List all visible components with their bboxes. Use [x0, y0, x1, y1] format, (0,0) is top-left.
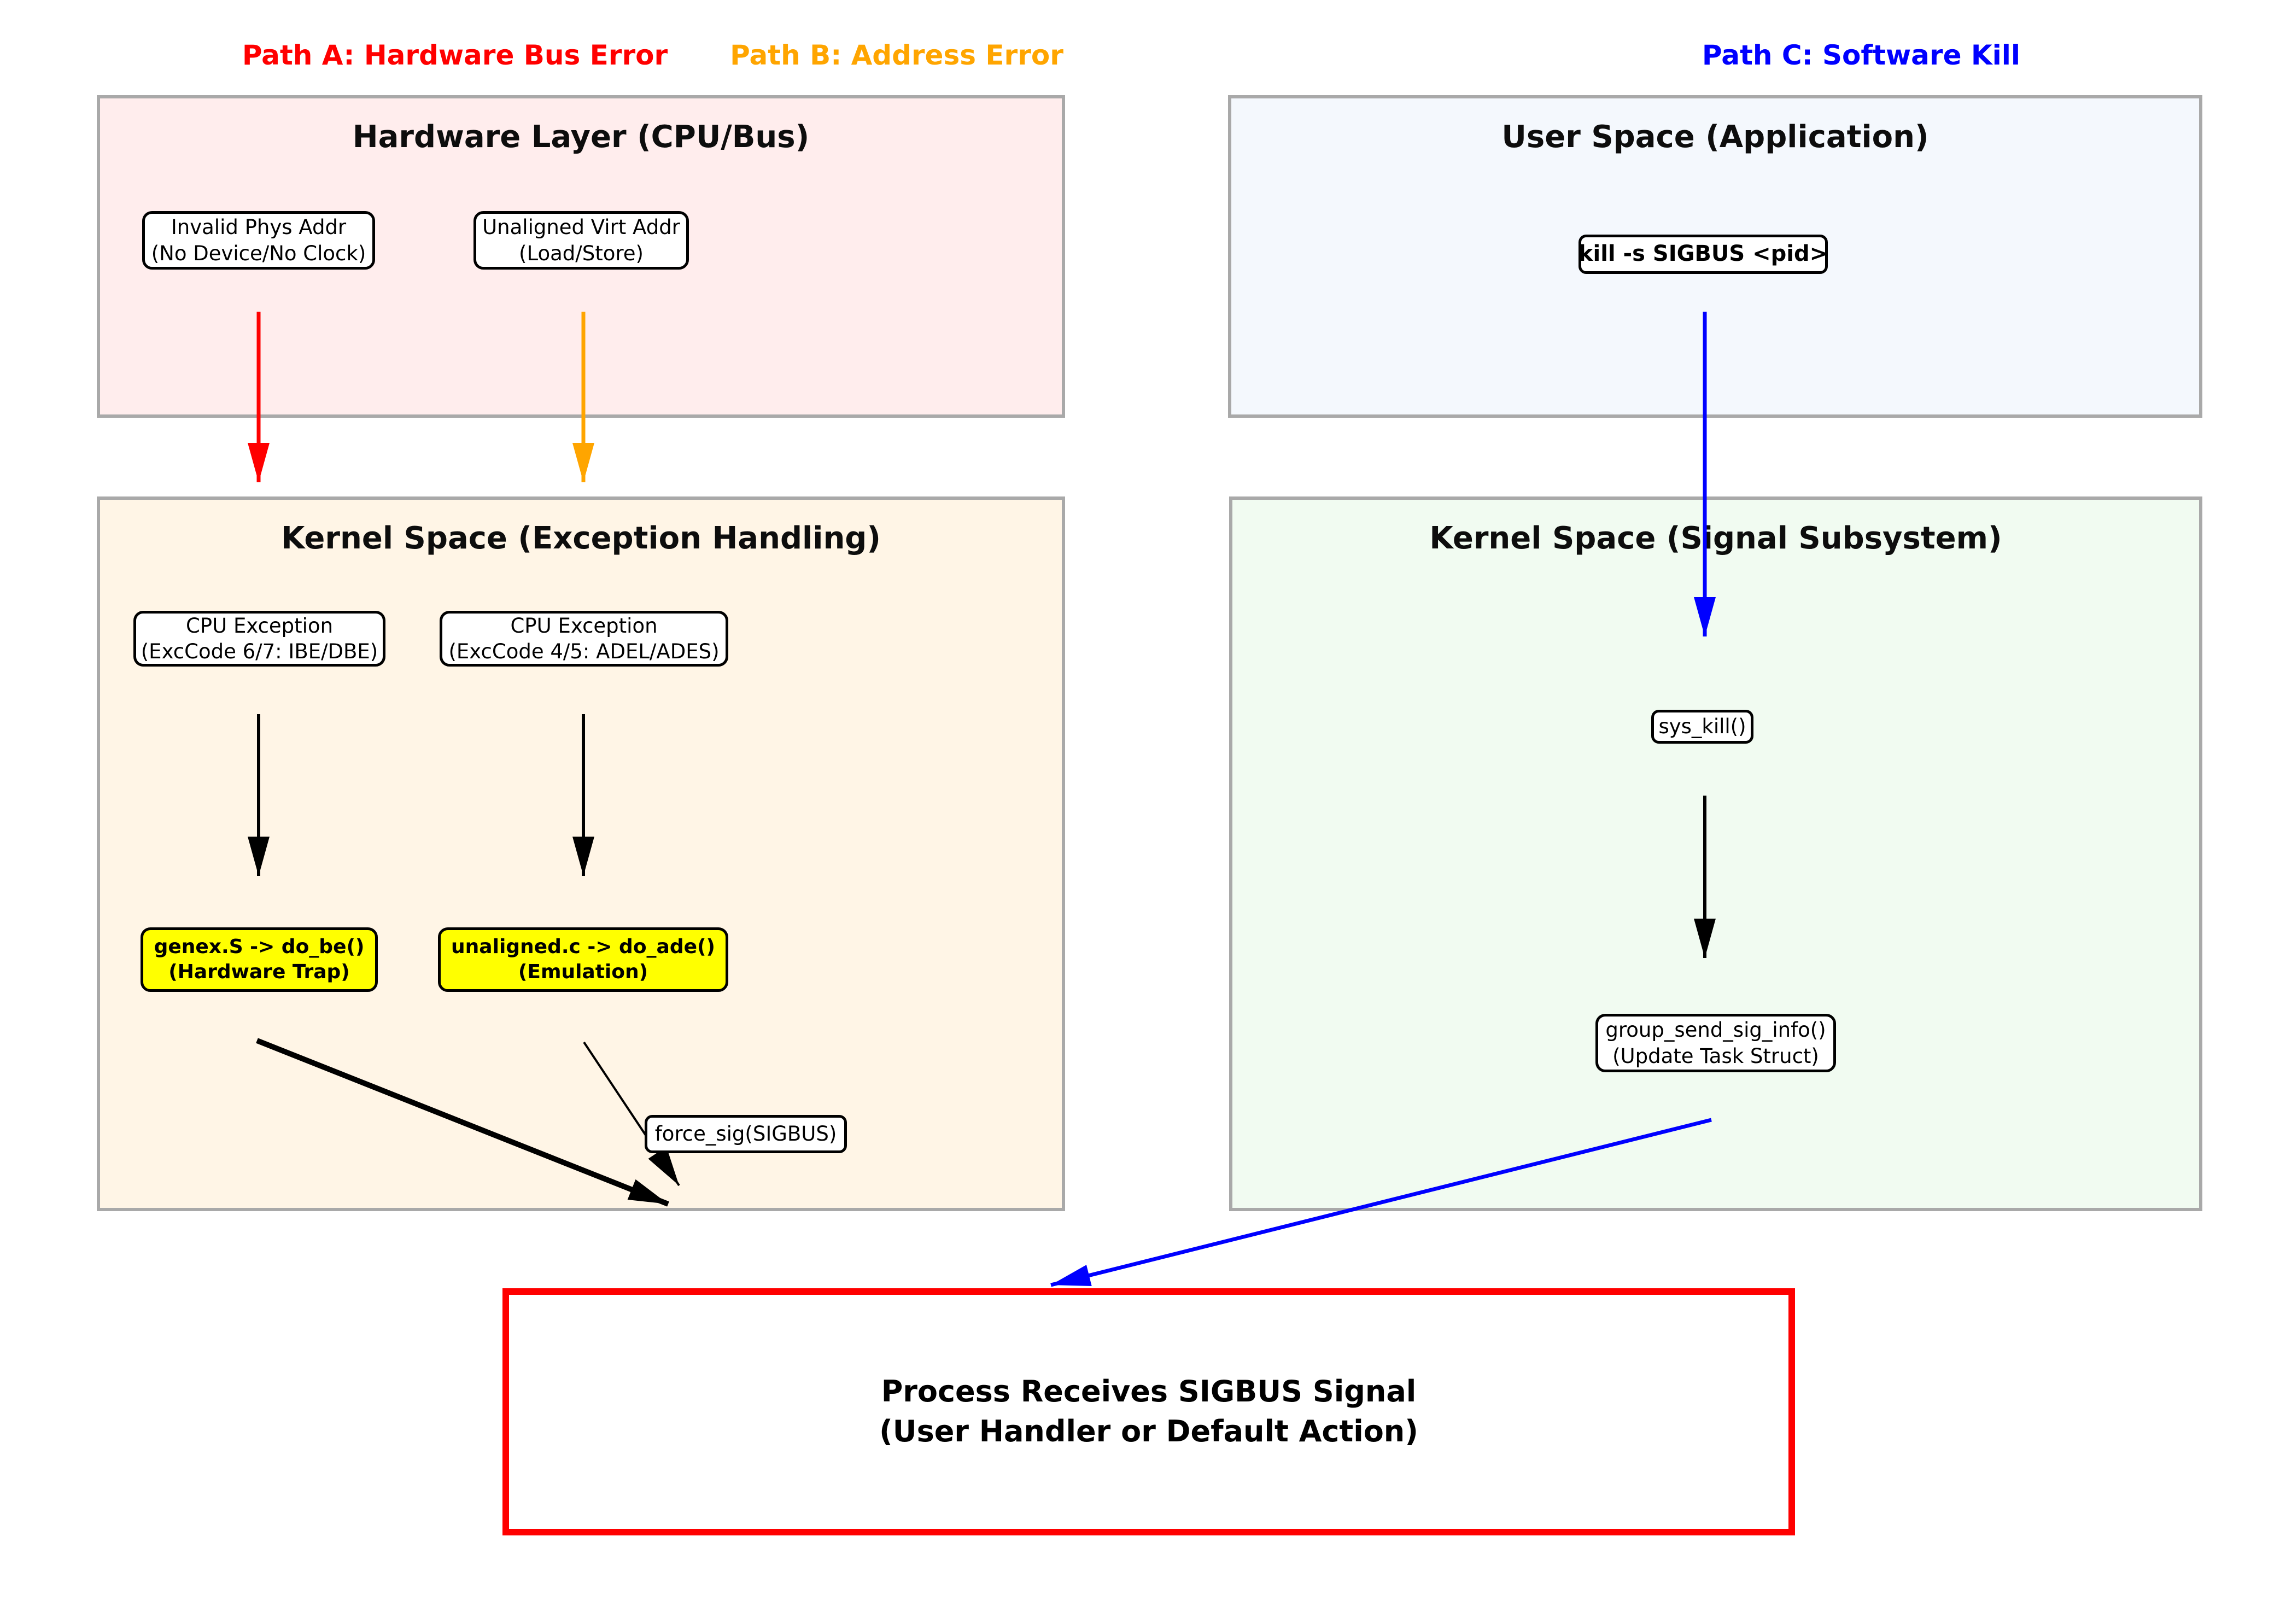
node-line: (No Device/No Clock) — [151, 241, 366, 265]
node-unaligned-virt-addr: Unaligned Virt Addr (Load/Store) — [473, 211, 689, 270]
node-cpu-exception-45: CPU Exception (ExcCode 4/5: ADEL/ADES) — [440, 611, 728, 667]
node-cpu-exception-67: CPU Exception (ExcCode 6/7: IBE/DBE) — [133, 611, 385, 667]
node-line: kill -s SIGBUS <pid> — [1578, 241, 1828, 267]
panel-kernel-exception — [97, 496, 1065, 1211]
node-invalid-phys-addr: Invalid Phys Addr (No Device/No Clock) — [142, 211, 375, 270]
node-line: (Load/Store) — [519, 241, 644, 265]
kernel-signal-title: Kernel Space (Signal Subsystem) — [1429, 521, 2002, 556]
node-line: unaligned.c -> do_ade() — [451, 935, 715, 958]
kernel-exception-title: Kernel Space (Exception Handling) — [280, 521, 881, 556]
node-line: Unaligned Virt Addr — [482, 215, 680, 239]
node-line: sys_kill() — [1658, 715, 1746, 739]
result-line: (User Handler or Default Action) — [879, 1414, 1418, 1448]
node-genex-do-be: genex.S -> do_be() (Hardware Trap) — [141, 927, 378, 992]
result-process-receives-sigbus: Process Receives SIGBUS Signal (User Han… — [502, 1288, 1795, 1535]
path-a-label: Path A: Hardware Bus Error — [242, 39, 668, 71]
node-line: (ExcCode 6/7: IBE/DBE) — [141, 640, 378, 663]
node-line: CPU Exception — [510, 614, 658, 638]
node-line: (Update Task Struct) — [1612, 1044, 1819, 1068]
node-sys-kill: sys_kill() — [1651, 710, 1753, 744]
node-line: genex.S -> do_be() — [154, 935, 365, 958]
node-force-sig: force_sig(SIGBUS) — [645, 1115, 847, 1153]
node-group-send-sig-info: group_send_sig_info() (Update Task Struc… — [1595, 1014, 1836, 1072]
node-kill-command: kill -s SIGBUS <pid> — [1579, 235, 1828, 274]
path-b-label: Path B: Address Error — [730, 39, 1063, 71]
result-line: Process Receives SIGBUS Signal — [881, 1374, 1417, 1409]
node-unaligned-do-ade: unaligned.c -> do_ade() (Emulation) — [438, 927, 728, 992]
node-line: (Hardware Trap) — [168, 961, 350, 983]
node-line: (ExcCode 4/5: ADEL/ADES) — [448, 640, 720, 663]
node-line: group_send_sig_info() — [1605, 1018, 1826, 1042]
node-line: CPU Exception — [185, 614, 334, 638]
hardware-layer-title: Hardware Layer (CPU/Bus) — [352, 119, 810, 155]
path-c-label: Path C: Software Kill — [1702, 39, 2021, 71]
node-line: (Emulation) — [518, 961, 648, 983]
node-line: force_sig(SIGBUS) — [654, 1122, 837, 1146]
panel-kernel-signal — [1229, 496, 2202, 1211]
node-line: Invalid Phys Addr — [171, 215, 347, 239]
user-space-title: User Space (Application) — [1501, 119, 1929, 155]
